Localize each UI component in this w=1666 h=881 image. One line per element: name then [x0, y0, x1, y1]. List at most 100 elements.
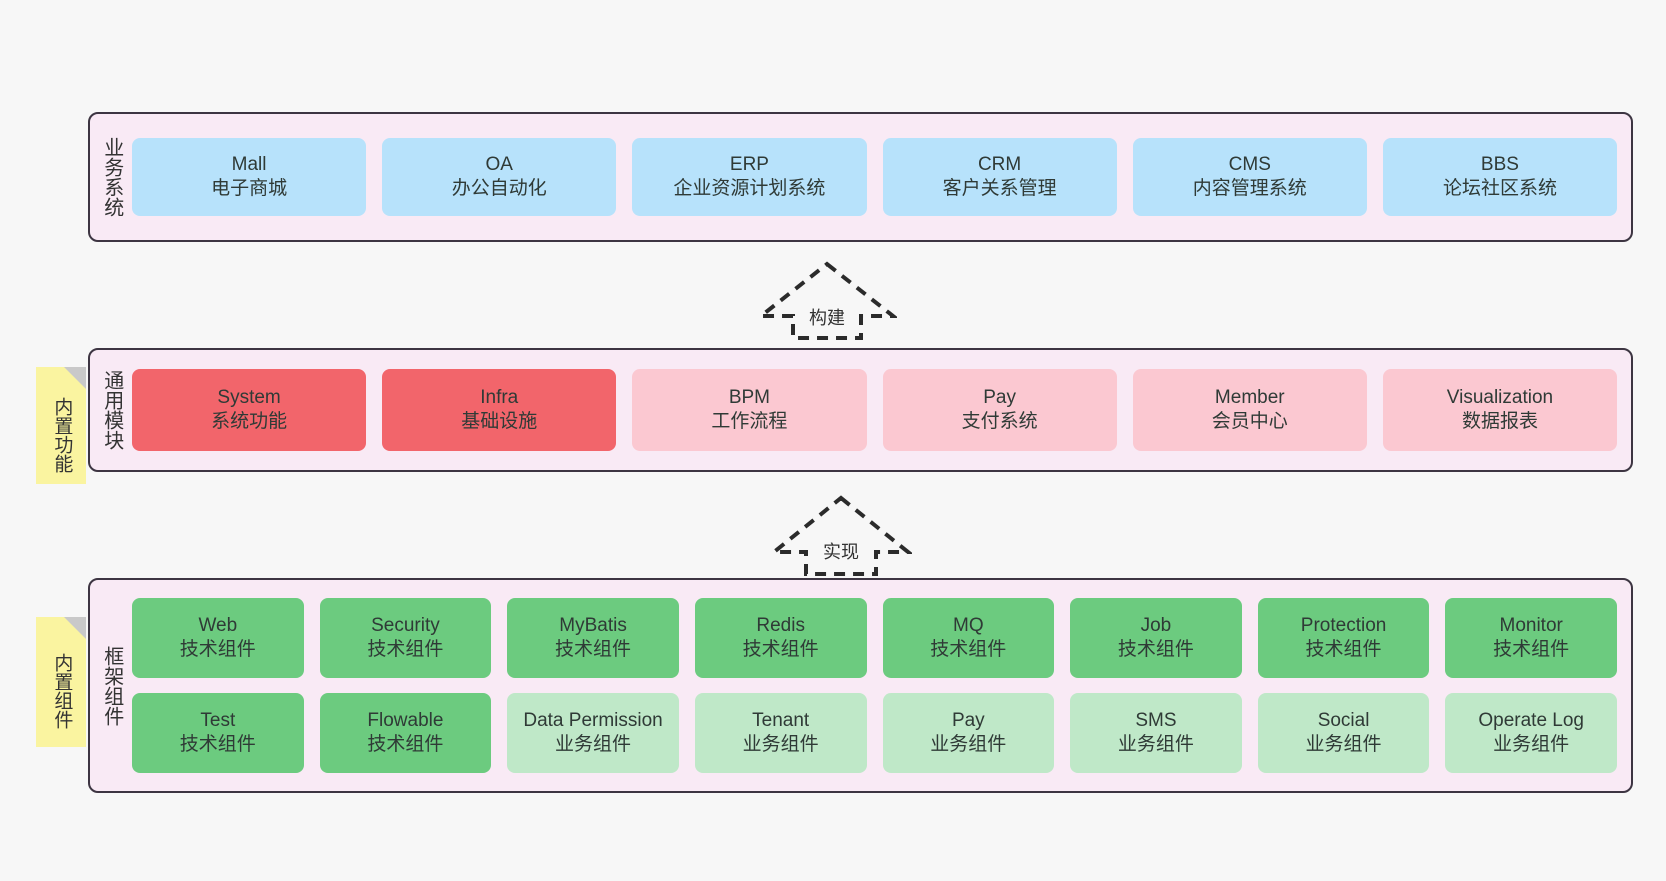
card-title: Web	[198, 614, 238, 636]
card-subtitle: 技术组件	[1117, 639, 1194, 660]
card-row: Test 技术组件 Flowable 技术组件 Data Permission …	[132, 693, 1617, 773]
card-erp[interactable]: ERP 企业资源计划系统	[632, 138, 867, 216]
card-subtitle: 支付系统	[961, 411, 1038, 432]
build-arrow: 构建	[757, 258, 897, 342]
layer-framework-components: 框架组件 Web 技术组件 Security 技术组件 MyBatis 技术组件…	[88, 578, 1633, 793]
card-title: Flowable	[367, 709, 444, 731]
card-social[interactable]: Social 业务组件	[1257, 693, 1430, 773]
card-row: Mall 电子商城 OA 办公自动化 ERP 企业资源计划系统 CRM 客户关系…	[132, 138, 1618, 216]
card-title: Infra	[480, 386, 519, 408]
card-title: OA	[485, 153, 513, 175]
card-member[interactable]: Member 会员中心	[1132, 369, 1367, 451]
card-subtitle: 业务组件	[1305, 734, 1382, 755]
card-subtitle: 技术组件	[1305, 639, 1382, 660]
card-subtitle: 技术组件	[179, 734, 256, 755]
card-title: Protection	[1300, 614, 1387, 636]
card-security[interactable]: Security 技术组件	[319, 598, 492, 678]
card-title: SMS	[1135, 709, 1177, 731]
card-row: System 系统功能 Infra 基础设施 BPM 工作流程 Pay 支付系统…	[132, 369, 1618, 451]
note-label: 内置组件	[51, 653, 73, 729]
card-oa[interactable]: OA 办公自动化	[382, 138, 617, 216]
card-flowable[interactable]: Flowable 技术组件	[319, 693, 492, 773]
implement-arrow-label: 实现	[823, 542, 859, 562]
card-subtitle: 工作流程	[711, 411, 788, 432]
card-subtitle: 企业资源计划系统	[673, 178, 826, 199]
layer-title-framework-components: 框架组件	[100, 645, 123, 726]
card-subtitle: 技术组件	[1493, 639, 1570, 660]
card-test[interactable]: Test 技术组件	[132, 693, 304, 773]
note-label: 内置功能	[51, 396, 73, 473]
card-subtitle: 技术组件	[367, 734, 444, 755]
card-job[interactable]: Job 技术组件	[1070, 598, 1242, 678]
card-subtitle: 业务组件	[555, 734, 632, 755]
card-title: Member	[1214, 386, 1285, 408]
card-data-permission[interactable]: Data Permission 业务组件	[507, 693, 679, 773]
card-subtitle: 业务组件	[930, 734, 1007, 755]
card-subtitle: 电子商城	[211, 178, 288, 199]
card-title: Pay	[951, 709, 985, 731]
card-visualization[interactable]: Visualization 数据报表	[1382, 369, 1618, 451]
card-title: Job	[1140, 614, 1172, 636]
card-monitor[interactable]: Monitor 技术组件	[1445, 598, 1617, 678]
note-builtin-features: 内置功能	[36, 367, 86, 484]
card-subtitle: 技术组件	[555, 639, 632, 660]
card-operate-log[interactable]: Operate Log 业务组件	[1445, 693, 1617, 773]
card-title: Mall	[231, 153, 267, 175]
card-subtitle: 论坛社区系统	[1442, 178, 1557, 199]
card-crm[interactable]: CRM 客户关系管理	[882, 138, 1117, 216]
card-title: CMS	[1228, 153, 1271, 175]
card-title: Social	[1317, 709, 1370, 731]
card-subtitle: 办公自动化	[451, 178, 547, 199]
card-title: System	[217, 386, 281, 408]
note-fold-icon	[64, 617, 86, 639]
card-subtitle: 业务组件	[742, 734, 819, 755]
card-title: MQ	[953, 614, 984, 636]
card-web[interactable]: Web 技术组件	[132, 598, 304, 678]
card-title: Test	[200, 709, 236, 731]
card-row: Web 技术组件 Security 技术组件 MyBatis 技术组件 Redi…	[132, 598, 1617, 678]
card-subtitle: 数据报表	[1461, 411, 1538, 432]
card-infra[interactable]: Infra 基础设施	[382, 369, 617, 451]
card-title: BPM	[728, 386, 771, 408]
card-title: Monitor	[1499, 614, 1563, 636]
card-title: Data Permission	[523, 709, 663, 731]
layer-common-modules: 通用模块 System 系统功能 Infra 基础设施 BPM 工作流程 Pay…	[88, 348, 1633, 472]
note-fold-icon	[64, 367, 86, 389]
card-subtitle: 技术组件	[742, 639, 819, 660]
card-tenant[interactable]: Tenant 业务组件	[694, 693, 867, 773]
card-title: BBS	[1480, 153, 1519, 175]
card-subtitle: 技术组件	[367, 639, 444, 660]
card-title: Tenant	[752, 709, 810, 731]
card-protection[interactable]: Protection 技术组件	[1257, 598, 1430, 678]
card-pay[interactable]: Pay 支付系统	[882, 369, 1117, 451]
card-pay-component[interactable]: Pay 业务组件	[882, 693, 1055, 773]
card-title: Operate Log	[1478, 709, 1584, 731]
card-title: Security	[371, 614, 440, 636]
card-sms[interactable]: SMS 业务组件	[1070, 693, 1242, 773]
card-subtitle: 业务组件	[1493, 734, 1570, 755]
card-cms[interactable]: CMS 内容管理系统	[1132, 138, 1367, 216]
card-mall[interactable]: Mall 电子商城	[132, 138, 367, 216]
layer-business-systems: 业务系统 Mall 电子商城 OA 办公自动化 ERP 企业资源计划系统 CRM…	[88, 112, 1633, 242]
layer-body-framework-components: Web 技术组件 Security 技术组件 MyBatis 技术组件 Redi…	[132, 580, 1631, 791]
card-title: MyBatis	[559, 614, 627, 636]
card-bbs[interactable]: BBS 论坛社区系统	[1382, 138, 1618, 216]
card-subtitle: 技术组件	[179, 639, 256, 660]
note-builtin-components: 内置组件	[36, 617, 86, 747]
card-bpm[interactable]: BPM 工作流程	[632, 369, 867, 451]
card-system[interactable]: System 系统功能	[132, 369, 367, 451]
layer-body-business-systems: Mall 电子商城 OA 办公自动化 ERP 企业资源计划系统 CRM 客户关系…	[132, 114, 1631, 240]
card-title: CRM	[977, 153, 1022, 175]
card-subtitle: 会员中心	[1211, 411, 1288, 432]
layer-title-common-modules: 通用模块	[100, 370, 123, 450]
card-subtitle: 基础设施	[461, 411, 538, 432]
card-subtitle: 内容管理系统	[1192, 178, 1307, 199]
card-subtitle: 系统功能	[211, 411, 288, 432]
card-redis[interactable]: Redis 技术组件	[694, 598, 867, 678]
card-mq[interactable]: MQ 技术组件	[882, 598, 1055, 678]
card-mybatis[interactable]: MyBatis 技术组件	[507, 598, 679, 678]
card-subtitle: 客户关系管理	[942, 178, 1057, 199]
card-title: ERP	[729, 153, 769, 175]
card-title: Redis	[756, 614, 805, 636]
